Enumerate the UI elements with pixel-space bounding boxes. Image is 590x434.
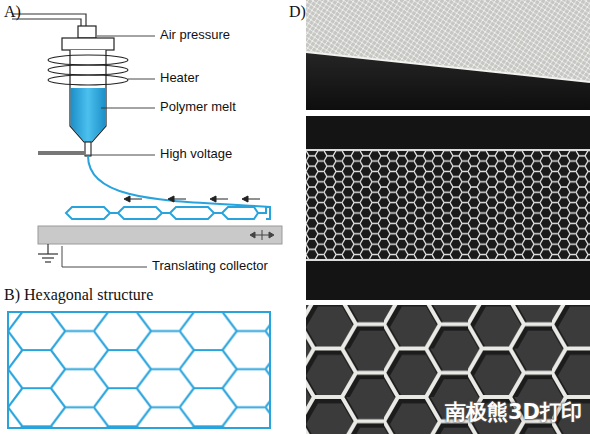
voltage-plate xyxy=(38,151,85,155)
part-label: Polymer melt xyxy=(160,100,236,115)
photo-mesh xyxy=(306,116,590,300)
syringe-barrel xyxy=(70,50,106,142)
needle xyxy=(85,142,91,156)
part-label: High voltage xyxy=(160,147,232,162)
collector-motion xyxy=(250,230,274,240)
part-label: Air pressure xyxy=(160,28,230,43)
polymer-melt xyxy=(71,88,106,141)
syringe-cap xyxy=(78,26,96,38)
air-pipe xyxy=(12,14,86,26)
panel-title: B) Hexagonal structure xyxy=(4,286,153,304)
ground-symbol xyxy=(38,244,58,262)
watermark: 南极熊3D打印 xyxy=(445,400,582,424)
jet xyxy=(88,156,270,207)
part-label: Translating collector xyxy=(152,259,268,274)
photo-closeup xyxy=(306,305,590,434)
photo-woven xyxy=(306,0,590,110)
grid-frame xyxy=(8,312,270,428)
part-label: Heater xyxy=(160,71,199,86)
motion-arrow xyxy=(124,196,260,202)
collector xyxy=(38,226,282,244)
syringe-flange xyxy=(62,38,114,50)
panel-letter: A) xyxy=(4,3,21,21)
hexagon-grid xyxy=(8,312,270,428)
panel-letter: D) xyxy=(289,3,306,21)
deposited-hexagons xyxy=(66,207,270,219)
heater-coil xyxy=(48,55,128,85)
